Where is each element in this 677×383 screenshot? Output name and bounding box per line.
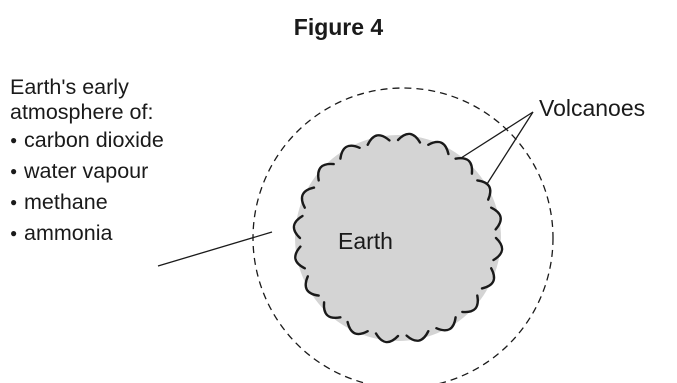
- volcano-bump: [435, 316, 457, 332]
- volcano-pointer-line-1: [460, 111, 534, 159]
- volcanoes-label: Volcanoes: [539, 95, 646, 121]
- atmosphere-caption: Earth's early atmosphere of: carbon diox…: [10, 75, 164, 249]
- earth-body: [295, 135, 501, 341]
- atmosphere-pointer-line: [157, 231, 273, 267]
- volcano-bump: [322, 301, 342, 319]
- volcano-bump: [396, 132, 422, 144]
- volcano-bump: [405, 330, 430, 342]
- gas-item-carbon-dioxide: carbon dioxide: [10, 125, 164, 156]
- gas-item-ammonia: ammonia: [10, 218, 164, 249]
- caption-line-1: Earth's early: [10, 75, 129, 99]
- caption-line-2: atmosphere of:: [10, 100, 154, 124]
- volcano-bump: [300, 186, 316, 209]
- gas-item-water-vapour: water vapour: [10, 156, 164, 187]
- volcano-bump: [317, 162, 335, 182]
- gas-item-methane: methane: [10, 187, 164, 218]
- volcano-bump: [461, 294, 479, 314]
- volcano-bump: [374, 332, 400, 344]
- volcano-bump: [454, 157, 474, 175]
- volcano-bump: [366, 134, 391, 146]
- gas-list: carbon dioxide water vapour methane ammo…: [10, 125, 164, 249]
- volcano-bump: [292, 214, 304, 240]
- volcano-pointer-line-2: [486, 111, 534, 185]
- volcano-bump: [294, 245, 306, 270]
- volcano-bump: [476, 179, 492, 201]
- volcano-bump: [346, 320, 369, 336]
- volcano-bump: [492, 236, 504, 262]
- volcano-bump: [304, 275, 320, 297]
- volcano-bump: [339, 144, 361, 160]
- figure-title: Figure 4: [293, 14, 384, 40]
- volcano-bump: [490, 206, 502, 231]
- volcano-rim: [292, 132, 504, 344]
- earth-label: Earth: [338, 228, 393, 254]
- volcano-bump: [427, 140, 450, 156]
- volcano-bump: [480, 267, 496, 290]
